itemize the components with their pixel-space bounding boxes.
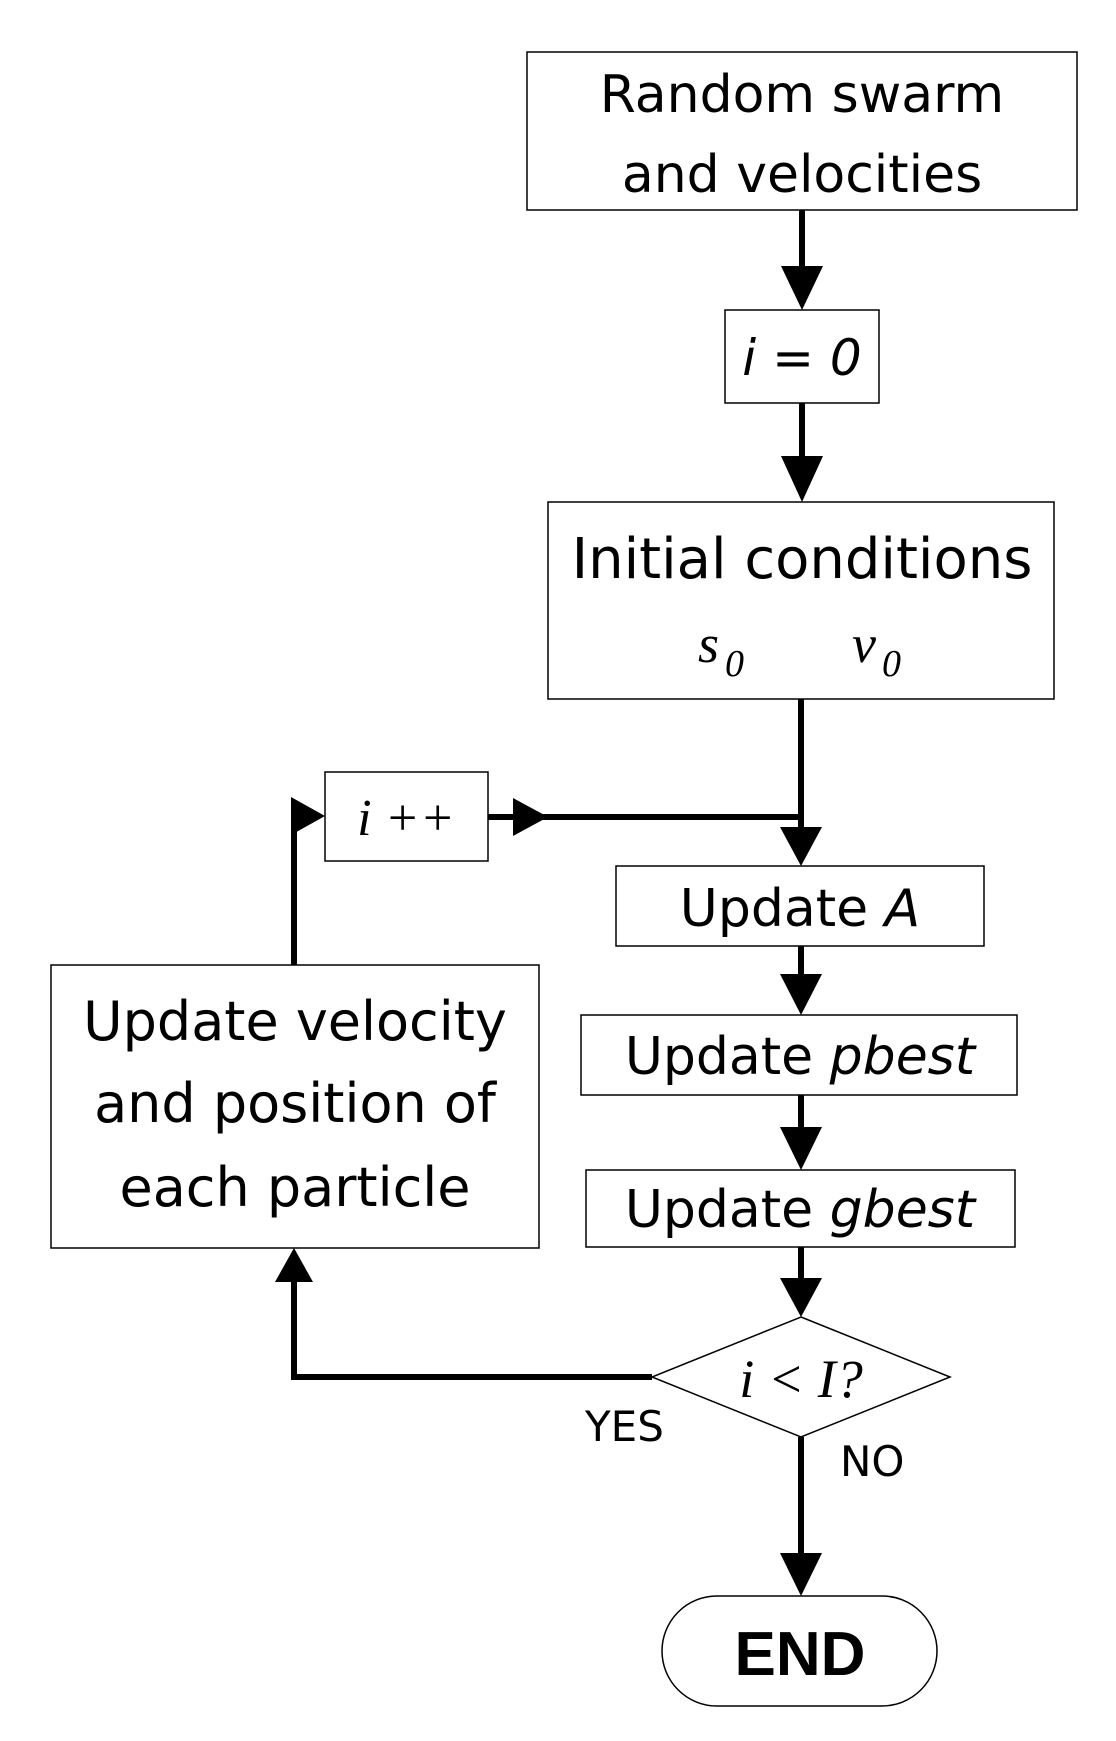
arrow-increment-to-main xyxy=(488,798,801,836)
arrow-counter-to-initial xyxy=(781,403,823,502)
update-a-prefix: Update xyxy=(680,879,885,939)
initial-v-symbol: v xyxy=(852,614,876,674)
arrow-swarm-to-counter xyxy=(781,210,823,310)
update-pbest-node: Update pbest xyxy=(580,1014,1018,1096)
arrow-velocity-to-increment xyxy=(291,797,325,965)
initial-conditions-node: Initial conditions s 0 v 0 xyxy=(547,501,1055,700)
arrow-pbest-to-gbest xyxy=(780,1095,822,1170)
increment-node: i ++ xyxy=(324,771,489,862)
init-counter-text: i = 0 xyxy=(742,329,861,387)
increment-text: i ++ xyxy=(357,790,455,847)
initial-s-symbol: s xyxy=(698,614,719,674)
update-gbest-prefix: Update xyxy=(625,1180,830,1240)
decision-node: i < I? xyxy=(649,1316,953,1438)
random-swarm-line2: and velocities xyxy=(622,145,982,205)
initial-conditions-title: Initial conditions xyxy=(572,527,1033,592)
arrow-gbest-to-decision xyxy=(780,1247,822,1317)
arrow-initial-to-update-a xyxy=(780,699,822,866)
arrow-a-to-pbest xyxy=(780,946,822,1015)
update-pbest-var: pbest xyxy=(829,1027,977,1087)
update-velocity-line2: and position of xyxy=(94,1072,498,1135)
update-a-var: A xyxy=(882,879,921,939)
update-gbest-node: Update gbest xyxy=(585,1169,1016,1248)
end-text: END xyxy=(735,1620,866,1689)
yes-label: YES xyxy=(584,1402,664,1451)
update-pbest-label: Update pbest xyxy=(625,1027,977,1087)
update-gbest-var: gbest xyxy=(830,1180,977,1240)
arrow-no-branch xyxy=(780,1437,822,1596)
update-pbest-prefix: Update xyxy=(625,1027,830,1087)
update-a-label: Update A xyxy=(680,879,920,939)
update-gbest-label: Update gbest xyxy=(625,1180,977,1240)
init-counter-node: i = 0 xyxy=(724,309,880,404)
decision-text: i < I? xyxy=(739,1349,862,1409)
random-swarm-line1: Random swarm xyxy=(600,65,1004,125)
initial-v-subscript: 0 xyxy=(882,643,901,685)
random-swarm-node: Random swarm and velocities xyxy=(526,51,1078,211)
update-velocity-line3: each particle xyxy=(119,1156,470,1219)
initial-s-subscript: 0 xyxy=(725,643,744,685)
no-label: NO xyxy=(840,1437,904,1486)
update-a-node: Update A xyxy=(615,865,985,947)
end-node: END xyxy=(661,1595,938,1707)
update-velocity-line1: Update velocity xyxy=(83,990,507,1053)
update-velocity-node: Update velocity and position of each par… xyxy=(50,964,540,1249)
arrow-yes-branch xyxy=(275,1248,652,1380)
